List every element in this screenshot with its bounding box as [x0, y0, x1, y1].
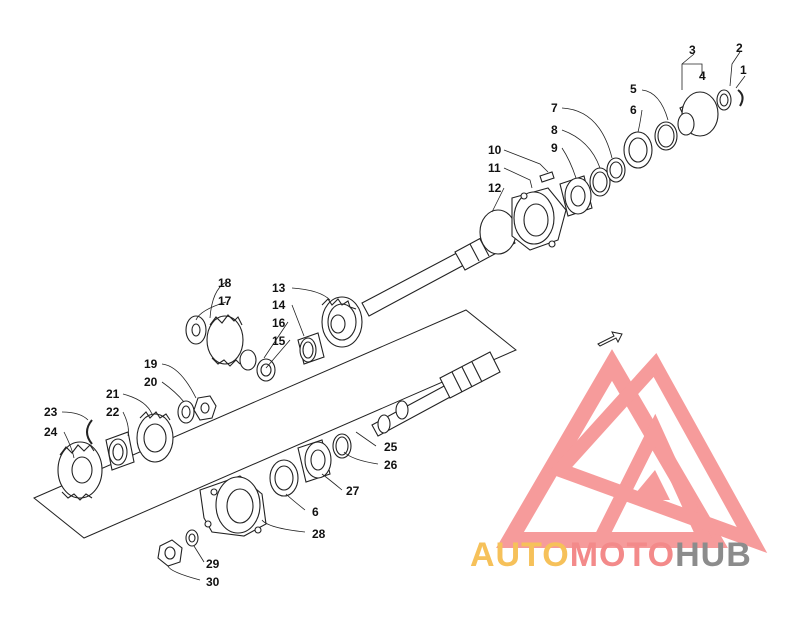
- lower-nut: [157, 529, 199, 567]
- callout-21: 21: [106, 387, 120, 401]
- assembly-frame: [33, 309, 517, 539]
- lower-shaft: [371, 351, 501, 437]
- bearing-cap: [677, 89, 744, 137]
- callout-14: 14: [272, 298, 286, 312]
- watermark-wordmark: AUTOMOTOHUB: [470, 536, 796, 576]
- callout-6: 6: [630, 103, 637, 117]
- callout-17: 17: [218, 294, 232, 308]
- callout-26: 26: [384, 458, 398, 472]
- callout-5: 5: [630, 82, 637, 96]
- callout-6-lower: 6: [312, 505, 319, 519]
- callout-2: 2: [736, 41, 743, 55]
- callout-labels: 1 2 3 4 5 6 7 8 9 10 11 12 13 14 15 16 1…: [44, 41, 747, 589]
- callout-3: 3: [689, 43, 696, 57]
- callout-9: 9: [551, 141, 558, 155]
- callout-18: 18: [218, 276, 232, 290]
- watermark-word-moto: MOTO: [569, 536, 676, 574]
- upper-bearing-set: [559, 157, 626, 217]
- callout-27: 27: [346, 484, 360, 498]
- callout-24: 24: [44, 425, 58, 439]
- callout-10: 10: [488, 143, 502, 157]
- callout-7: 7: [551, 101, 558, 115]
- pinion-gear: [321, 296, 363, 348]
- callout-25: 25: [384, 440, 398, 454]
- callout-8: 8: [551, 123, 558, 137]
- front-arrow-icon: [597, 331, 623, 347]
- callout-11: 11: [488, 161, 501, 175]
- callout-29: 29: [206, 557, 220, 571]
- callout-23: 23: [44, 405, 58, 419]
- upper-housing: [479, 171, 567, 255]
- callout-13: 13: [272, 281, 286, 295]
- callout-20: 20: [144, 375, 158, 389]
- bevel-gear-small: [185, 314, 276, 382]
- callout-4: 4: [699, 69, 706, 83]
- lower-housing: [199, 475, 267, 537]
- callout-28: 28: [312, 527, 326, 541]
- callout-12: 12: [488, 181, 502, 195]
- nut-and-washer: [177, 395, 217, 424]
- leader-lines: [61, 51, 746, 581]
- watermark-word-hub: HUB: [675, 536, 752, 574]
- needle-bearing: [297, 332, 325, 365]
- upper-seal-set: [623, 121, 678, 169]
- watermark-word-auto: AUTO: [470, 536, 570, 574]
- callout-15: 15: [272, 334, 286, 348]
- callout-22: 22: [106, 405, 120, 419]
- callout-16: 16: [272, 316, 286, 330]
- drive-gear-set: [57, 411, 174, 501]
- lower-bearing-set: [269, 433, 352, 497]
- callout-1: 1: [740, 63, 747, 77]
- watermark-logo-mark: [496, 349, 768, 553]
- callout-30: 30: [206, 575, 220, 589]
- callout-19: 19: [144, 357, 158, 371]
